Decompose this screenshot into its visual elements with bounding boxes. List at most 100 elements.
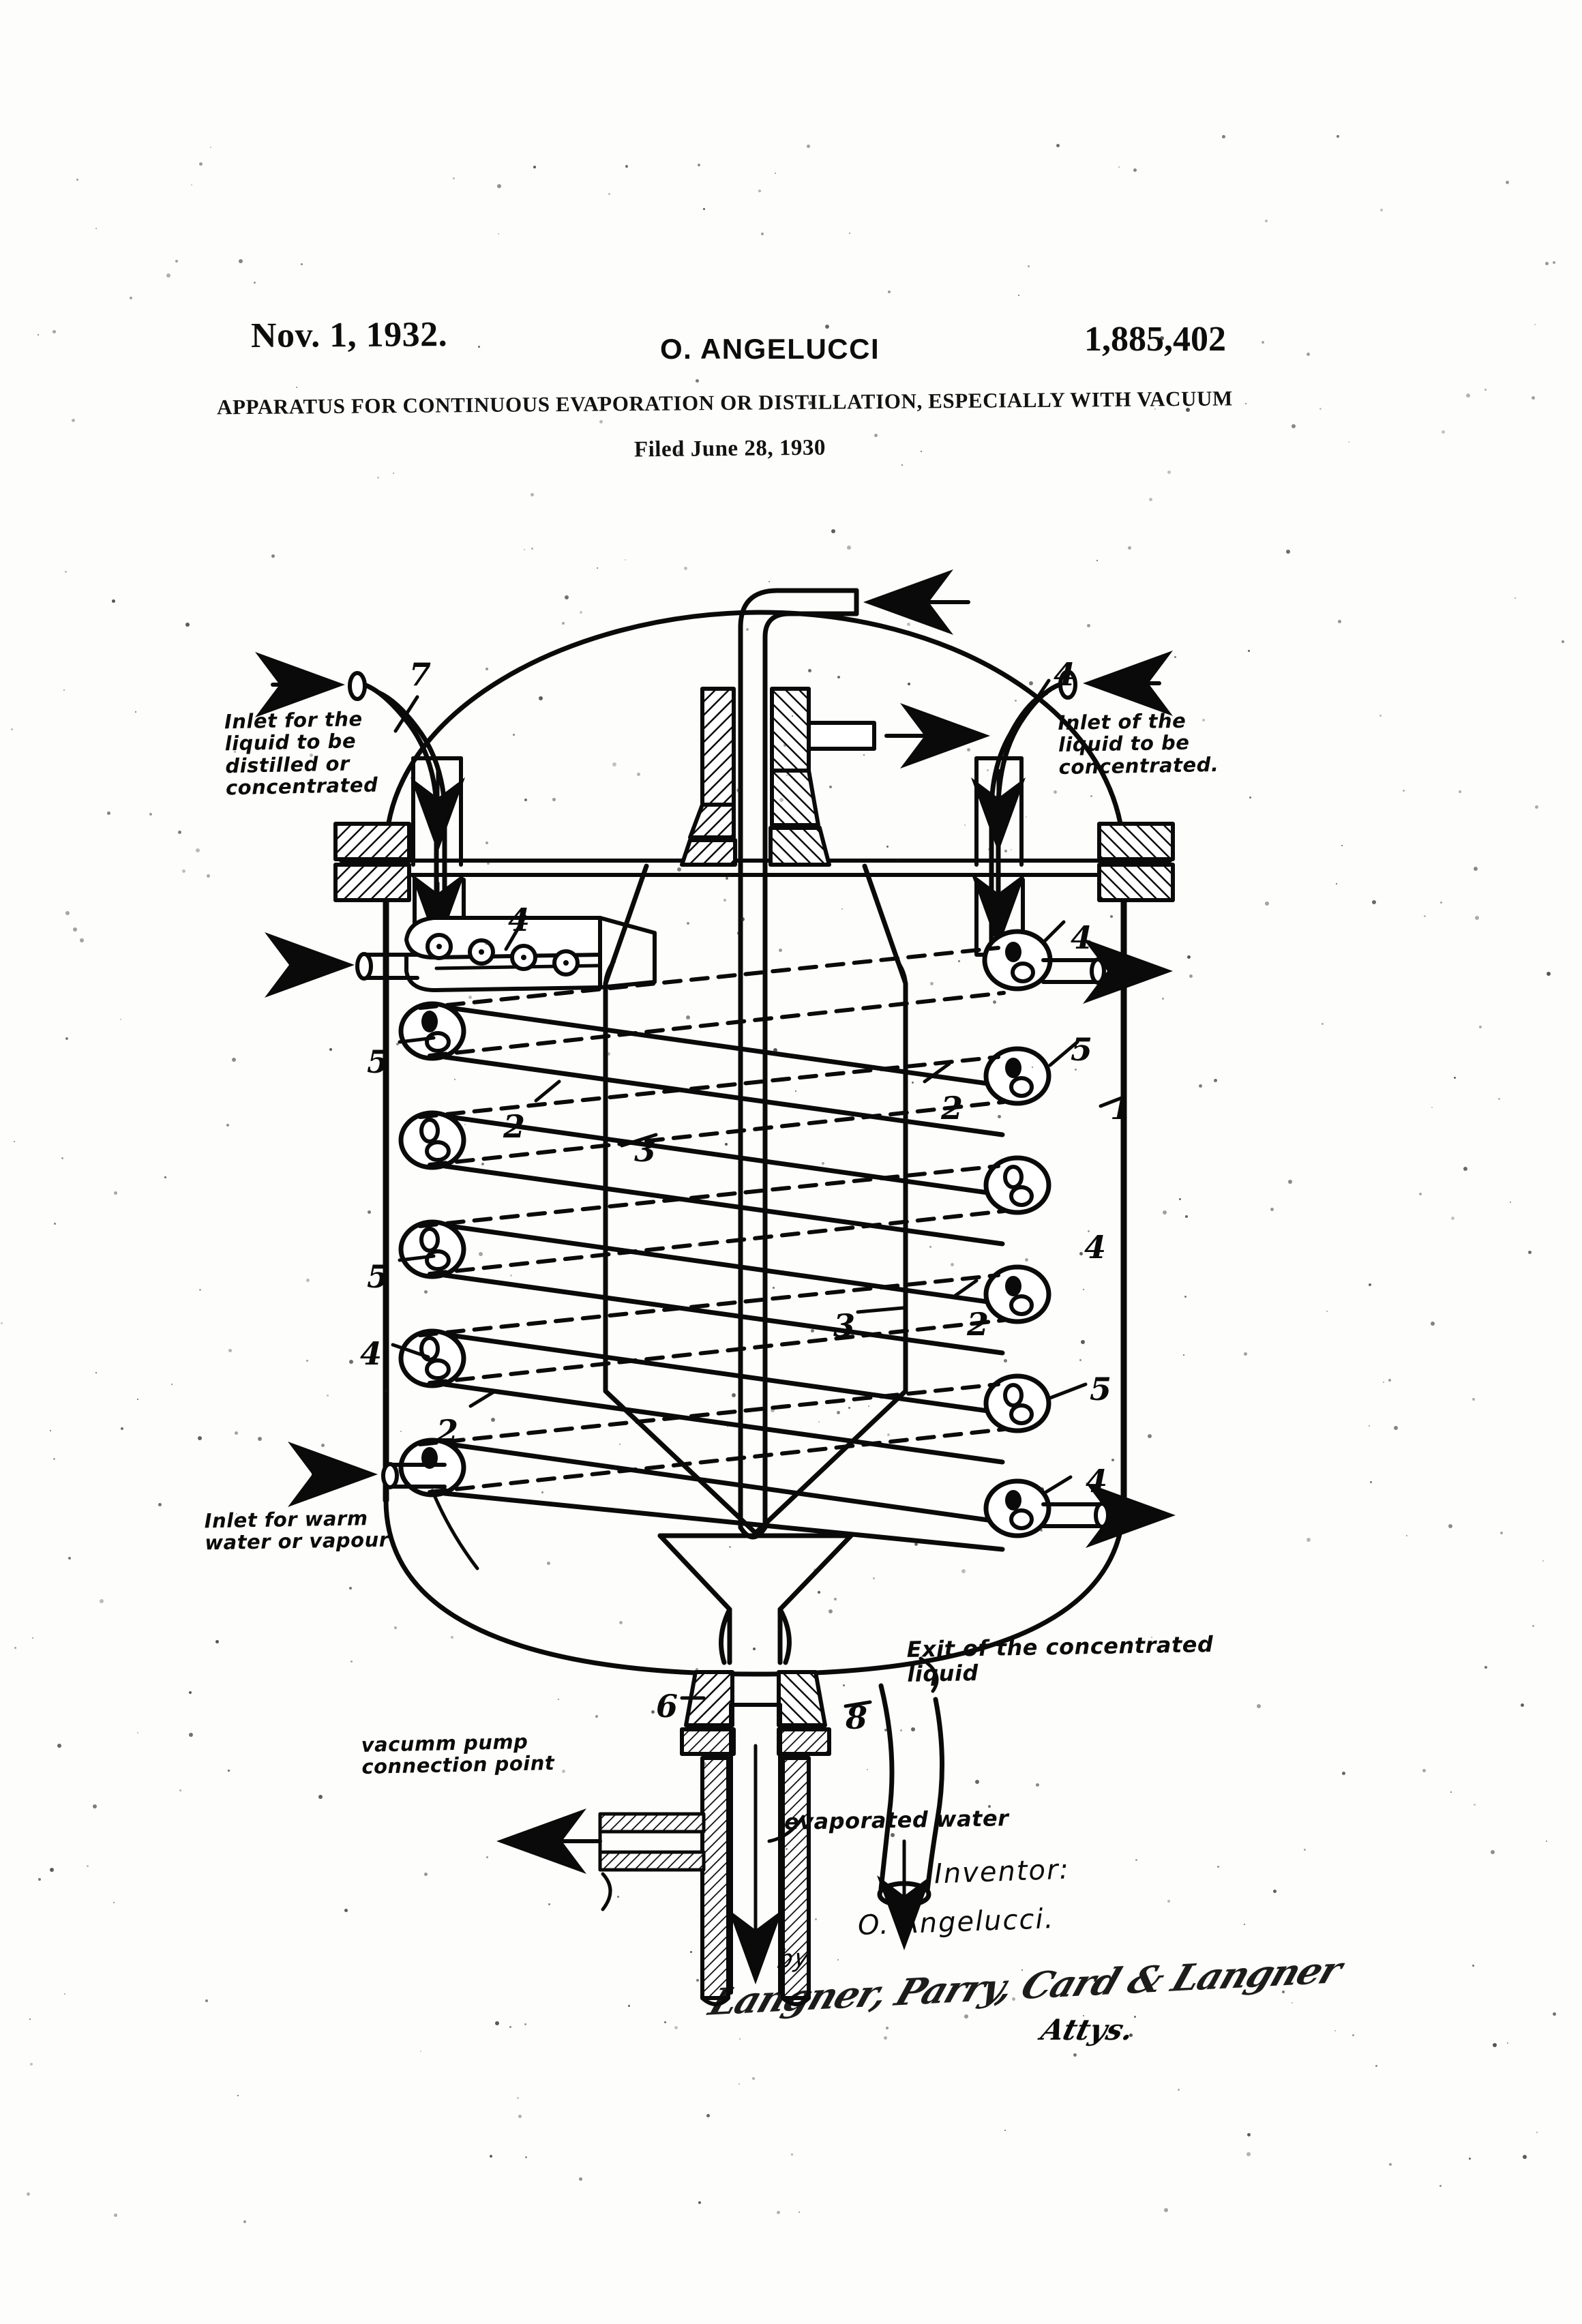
scan-speck	[1189, 974, 1193, 978]
scan-speck	[1148, 1434, 1152, 1438]
scan-speck	[829, 1609, 833, 1613]
scan-speck	[1075, 1069, 1077, 1071]
right-stub-top-mouth	[1090, 957, 1106, 985]
reference-numeral-4: 4	[1054, 656, 1076, 693]
coil-bore-lower	[1009, 1294, 1034, 1316]
scan-speck	[907, 623, 910, 626]
scan-speck	[1096, 560, 1098, 561]
coil-bore-lower	[1009, 1185, 1034, 1207]
patent-inventor-name: O. ANGELUCCI	[660, 333, 880, 365]
scan-speck	[1018, 295, 1019, 296]
scan-speck	[608, 193, 610, 195]
scan-speck	[779, 949, 782, 952]
scan-speck	[464, 1124, 466, 1125]
coil-band-front-bot-1	[442, 1054, 1005, 1137]
scan-speck	[237, 2095, 239, 2096]
scan-speck	[874, 434, 878, 437]
scan-speck	[1479, 1026, 1482, 1028]
coil-band-front-bot-4	[442, 1382, 1005, 1465]
scan-speck	[930, 982, 934, 985]
scan-speck	[884, 2036, 887, 2040]
scan-speck	[1521, 1703, 1524, 1707]
coil-band-front-bot-5	[442, 1491, 1005, 1552]
scan-speck	[80, 938, 84, 942]
gland-flange-left	[680, 838, 737, 867]
distributor-hole-center	[521, 955, 526, 960]
scan-speck	[964, 824, 966, 826]
scan-speck	[1474, 1804, 1476, 1806]
scan-speck	[1463, 1167, 1467, 1171]
scan-speck	[1245, 403, 1247, 404]
scan-speck	[73, 927, 77, 932]
scan-speck	[738, 2083, 740, 2085]
coil-bore-upper	[1005, 942, 1021, 962]
leader-4-left	[391, 1343, 430, 1359]
scan-speck	[1116, 810, 1119, 813]
scan-speck	[863, 754, 865, 756]
scan-speck	[236, 1513, 237, 1515]
scan-speck	[951, 1263, 954, 1266]
distributor-hole-center	[436, 944, 442, 949]
scan-speck	[1292, 424, 1296, 428]
scan-speck	[443, 1157, 446, 1160]
scan-speck	[791, 2154, 793, 2156]
scan-speck	[1459, 790, 1461, 793]
scan-speck	[539, 696, 543, 700]
scan-speck	[1004, 2130, 1006, 2131]
scan-speck	[486, 1856, 488, 1858]
scan-speck	[95, 1372, 97, 1373]
scan-speck	[696, 1979, 699, 1982]
scan-speck	[1334, 2030, 1336, 2031]
scan-speck	[424, 1873, 428, 1876]
scan-speck	[533, 166, 536, 168]
scan-speck	[1451, 1217, 1454, 1220]
scan-speck	[65, 571, 67, 573]
scan-speck	[1336, 883, 1337, 884]
scan-speck	[546, 1835, 548, 1836]
reference-numeral-4: 4	[1084, 1229, 1107, 1266]
scan-speck	[130, 297, 132, 299]
scan-speck	[53, 1458, 55, 1460]
coil-bore-lower	[425, 1140, 451, 1162]
scan-speck	[547, 1562, 550, 1565]
scan-speck	[149, 813, 152, 816]
scan-speck	[1286, 550, 1290, 554]
scan-speck	[727, 1426, 728, 1427]
flange-block-right-upper	[1097, 822, 1175, 861]
coil-bore-lower	[425, 1358, 451, 1380]
scan-speck	[839, 1819, 843, 1823]
coil-band-front-top-4	[447, 1332, 1005, 1416]
scan-speck	[486, 841, 488, 844]
coil-band-back-3b	[428, 1209, 1006, 1276]
scan-speck	[758, 190, 761, 192]
coil-bore-upper	[419, 1118, 440, 1144]
scan-speck	[1056, 144, 1060, 147]
scan-speck	[795, 1090, 796, 1092]
scan-speck	[1265, 220, 1268, 222]
scan-speck	[497, 184, 501, 188]
scan-speck	[135, 711, 136, 713]
scan-speck	[1133, 168, 1137, 172]
scan-speck	[518, 2115, 522, 2118]
scan-speck	[674, 2026, 678, 2029]
scan-speck	[121, 1427, 123, 1430]
leader-3-right	[856, 1306, 905, 1314]
scan-speck	[27, 2192, 30, 2196]
scan-speck	[107, 811, 110, 815]
leader-1-shell	[1099, 1094, 1127, 1108]
feed-pipe-4-mouth	[1058, 670, 1077, 700]
scan-speck	[1029, 681, 1033, 685]
scan-speck	[637, 773, 640, 776]
scan-speck	[841, 908, 843, 910]
scan-speck	[189, 1691, 192, 1694]
scan-speck	[1498, 1098, 1500, 1100]
scan-speck	[1028, 265, 1030, 267]
scan-speck	[498, 233, 499, 235]
scan-speck	[1178, 2089, 1180, 2091]
scan-speck	[786, 1848, 788, 1850]
vacuum-branch-top-wall	[598, 1812, 706, 1834]
scan-speck	[562, 622, 565, 625]
scan-speck	[619, 1444, 621, 1445]
coil-band-front-top-1	[447, 1005, 1005, 1088]
scan-speck	[178, 831, 181, 834]
